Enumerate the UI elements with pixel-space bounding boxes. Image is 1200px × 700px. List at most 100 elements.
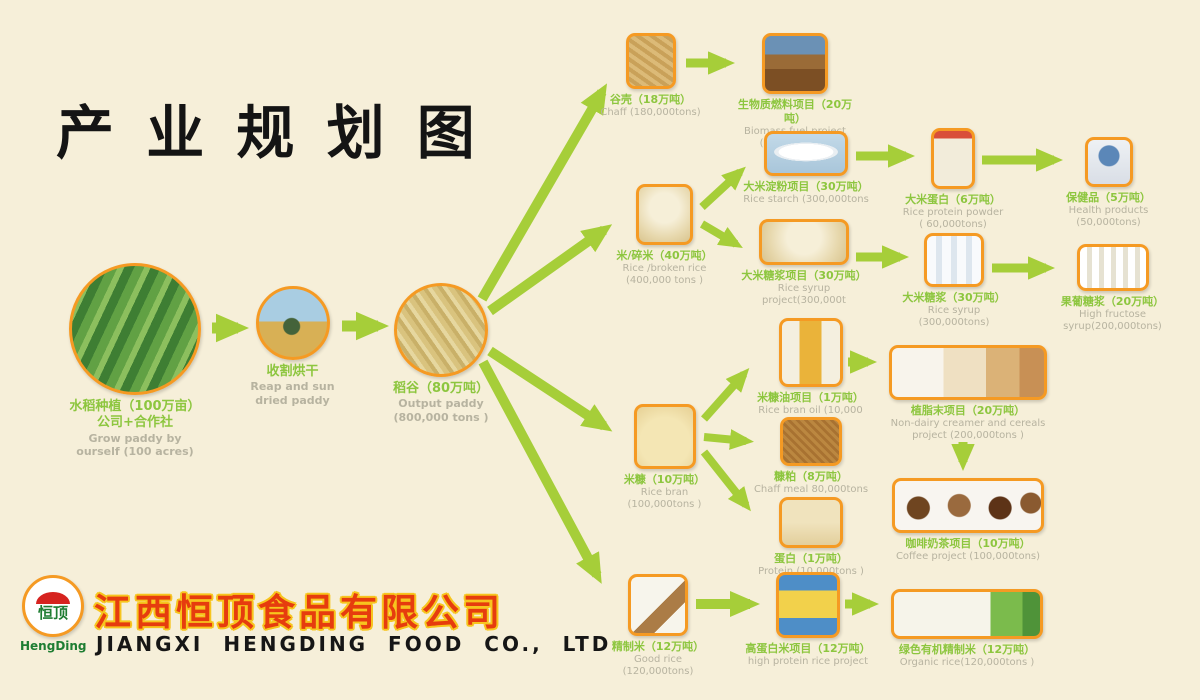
company-logo: 恒顶 HengDing <box>20 575 87 653</box>
reap-label-en1: Reap and sun <box>250 380 335 394</box>
logo-text-en: HengDing <box>20 639 87 653</box>
node-output-paddy: 稻谷（80万吨） Output paddy (800,000 tons ) <box>382 283 500 424</box>
reap-label-en2: dried paddy <box>255 393 330 407</box>
arrow-paddy-to-chaff <box>477 83 608 302</box>
node-protein: 蛋白（1万吨） Protein (10,000tons ) <box>752 497 870 578</box>
protein-powder-label-en2: ( 60,000tons) <box>919 218 987 230</box>
node-rice-syrup-project: 大米糖浆项目（30万吨） Rice syrup project(300,000t <box>738 219 870 307</box>
good-rice-label-en: Good rice (120,000tons) <box>622 653 694 677</box>
arrow-paddy-to-rice <box>487 224 613 316</box>
rice-broken-label-zh: 米/碎米（40万吨） <box>616 249 713 262</box>
rice-bran-image <box>633 404 696 469</box>
chaff-image <box>625 33 676 89</box>
node-coffee-project: 咖啡奶茶项目（10万吨） Coffee project (100,000tons… <box>882 478 1054 563</box>
node-chaff-meal: 糠粕（8万吨） Chaff meal 80,000tons <box>752 417 870 496</box>
chaff-label-zh: 谷壳（18万吨） <box>609 93 692 106</box>
health-label-zh: 保健品（5万吨） <box>1066 191 1151 204</box>
hpr-label-zh: 高蛋白米项目（12万吨） <box>745 642 871 655</box>
creamer-label-en1: Non-dairy creamer and cereals <box>890 417 1046 429</box>
coffee-image <box>892 478 1044 533</box>
protein-powder-label-zh: 大米蛋白（6万吨） <box>905 193 1001 206</box>
rice-broken-label-en1: Rice /broken rice <box>622 262 707 274</box>
company-name-en: JIANGXI HENGDING FOOD CO., LTD <box>96 632 612 656</box>
syrup-project-label-zh: 大米糖浆项目（30万吨） <box>741 269 867 282</box>
node-reap-dry: 收割烘干 Reap and sun dried paddy <box>235 286 350 407</box>
health-label-en: Health products (50,000tons) <box>1068 204 1149 228</box>
hpr-label-en: high protein rice project <box>747 655 869 667</box>
node-rice-bran-oil: 米糠油项目（1万吨） Rice bran oil (10,000 tons ) <box>748 318 873 429</box>
starch-label-zh: 大米淀粉项目（30万吨） <box>743 180 869 193</box>
bran-oil-label-zh: 米糠油项目（1万吨） <box>757 391 864 404</box>
good-rice-label-zh: 精制米（12万吨） <box>611 640 705 653</box>
high-protein-rice-image <box>776 572 840 638</box>
node-rice-broken: 米/碎米（40万吨） Rice /broken rice (400,000 to… <box>612 184 717 287</box>
coffee-label-en: Coffee project (100,000tons) <box>895 550 1041 562</box>
logo-swoosh-icon <box>36 591 70 604</box>
arrow-bran-to-oil <box>701 368 750 422</box>
arrow-paddy-to-bran <box>487 346 613 432</box>
node-creamer-project: 植脂末项目（20万吨） Non-dairy creamer and cereal… <box>882 345 1054 442</box>
paddy-label-en1: Output paddy <box>398 397 484 411</box>
fructose-label-zh: 果葡糖浆（20万吨） <box>1060 295 1165 308</box>
rice-syrup-label-zh: 大米糖浆（30万吨） <box>902 291 1006 304</box>
health-products-image <box>1084 137 1133 187</box>
paddy-grain-image <box>394 283 488 377</box>
chaff-meal-image <box>780 417 842 466</box>
fructose-syrup-image <box>1076 244 1149 291</box>
rice-protein-powder-image <box>931 128 975 189</box>
rice-bran-label-en2: (100,000tons ) <box>627 498 702 510</box>
node-health-products: 保健品（5万吨） Health products (50,000tons) <box>1036 137 1181 229</box>
node-high-protein-rice: 高蛋白米项目（12万吨） high protein rice project <box>745 572 871 668</box>
grow-label-zh2: 公司+合作社 <box>97 415 173 431</box>
starch-label-en: Rice starch (300,000tons <box>743 193 869 205</box>
node-rice-bran: 米糠（10万吨） Rice bran (100,000tons ) <box>612 404 717 511</box>
rice-broken-label-en2: (400,000 tons ) <box>625 274 704 286</box>
fructose-label-en: High fructose syrup(200,000tons) <box>1063 308 1162 332</box>
biomass-label-zh: 生物质燃料项目（20万吨） <box>737 98 853 125</box>
creamer-image <box>889 345 1047 400</box>
page-title: 产 业 规 划 图 <box>56 99 481 167</box>
node-organic-rice: 绿色有机精制米（12万吨） Organic rice(120,000tons ) <box>878 589 1056 669</box>
biomass-fuel-image <box>762 33 828 94</box>
rice-bran-oil-image <box>778 318 843 387</box>
creamer-label-zh: 植脂末项目（20万吨） <box>910 404 1026 417</box>
rice-syrup-project-image <box>759 219 849 265</box>
node-good-rice: 精制米（12万吨） Good rice (120,000tons) <box>602 574 714 678</box>
arrow-rice-to-starch <box>699 166 746 210</box>
chaff-label-en: Chaff (180,000tons) <box>600 106 701 118</box>
arrow-paddy-to-goodrice <box>478 359 602 584</box>
arrow-rice-to-syrupproject <box>699 220 743 249</box>
chaff-meal-label-zh: 糠粕（8万吨） <box>774 470 848 483</box>
paddy-label-zh: 稻谷（80万吨） <box>392 381 490 396</box>
node-rice-protein-powder: 大米蛋白（6万吨） Rice protein powder ( 60,000to… <box>898 128 1008 231</box>
protein-label-zh: 蛋白（1万吨） <box>774 552 848 565</box>
logo-text-zh: 恒顶 <box>37 603 68 622</box>
protein-image <box>779 497 843 548</box>
grow-label-zh1: 水稻种植（100万亩） <box>69 399 201 414</box>
arrow-bran-to-chaffmeal <box>703 429 754 450</box>
node-fructose-syrup: 果葡糖浆（20万吨） High fructose syrup(200,000to… <box>1030 244 1195 333</box>
node-grow-paddy: 水稻种植（100万亩） 公司+合作社 Grow paddy by ourself… <box>35 263 235 458</box>
syrup-project-label-en: Rice syrup project(300,000t <box>762 282 846 306</box>
organic-rice-label-zh: 绿色有机精制米（12万吨） <box>898 643 1036 656</box>
rice-syrup-image <box>924 233 984 287</box>
node-chaff: 谷壳（18万吨） Chaff (180,000tons) <box>598 33 703 119</box>
chaff-meal-label-en: Chaff meal 80,000tons <box>753 483 869 495</box>
paddy-label-en2: (800,000 tons ) <box>393 410 489 424</box>
protein-label-en: Protein (10,000tons ) <box>758 565 864 577</box>
arrow-bran-to-protein <box>700 449 751 512</box>
company-name-zh: 江西恒顶食品有限公司 <box>94 591 504 634</box>
rice-bran-label-en1: Rice bran <box>640 486 689 498</box>
good-rice-image <box>628 574 688 636</box>
reap-label-zh: 收割烘干 <box>266 364 319 379</box>
protein-powder-label-en1: Rice protein powder <box>902 206 1004 218</box>
paddy-field-image <box>69 263 201 395</box>
harvester-image <box>255 286 330 360</box>
rice-syrup-label-en: Rice syrup (300,000tons) <box>918 304 990 328</box>
grow-label-en2: ourself (100 acres) <box>76 444 194 458</box>
rice-bran-label-zh: 米糠（10万吨） <box>623 473 706 486</box>
organic-rice-label-en: Organic rice(120,000tons ) <box>899 656 1035 668</box>
node-rice-syrup: 大米糖浆（30万吨） Rice syrup (300,000tons) <box>898 233 1010 329</box>
